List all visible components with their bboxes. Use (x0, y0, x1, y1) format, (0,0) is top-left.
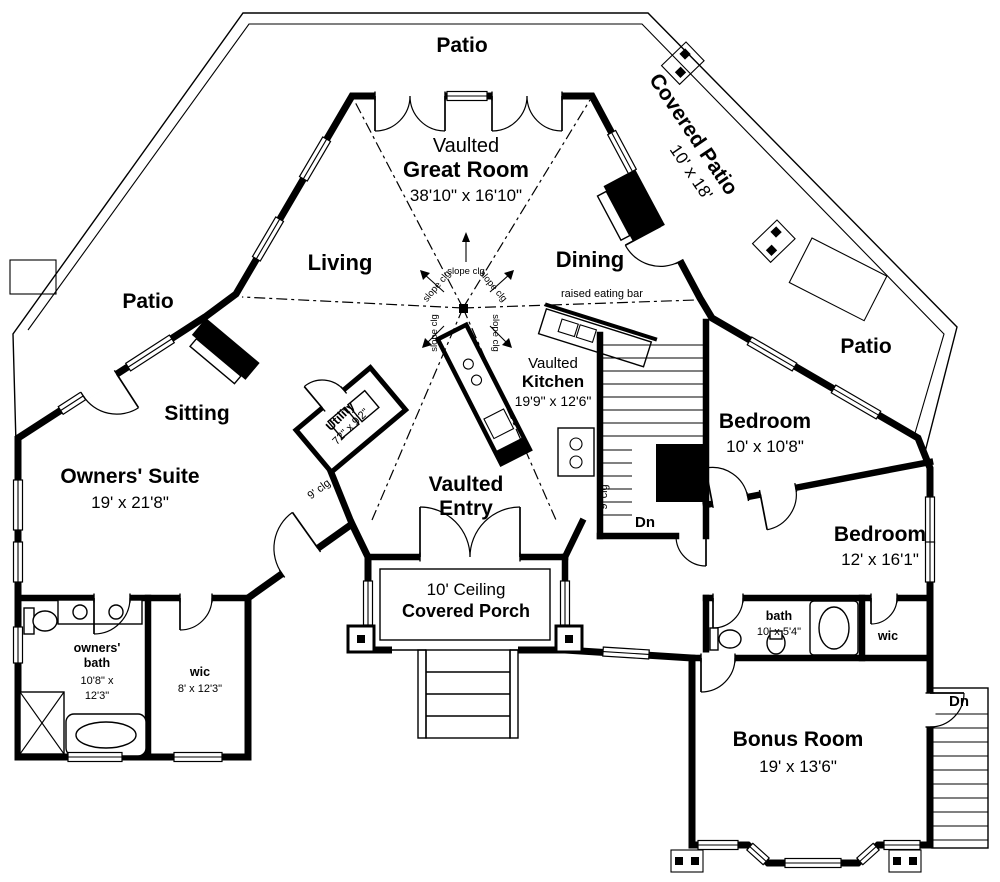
owners-suite-label: Owners' Suite (60, 465, 199, 488)
deck-post (751, 219, 796, 264)
entry-label: Entry (439, 497, 493, 520)
bonus-room-label: Bonus Room (733, 728, 864, 751)
door-wic-right (870, 592, 898, 625)
deck-post (670, 849, 704, 873)
great-room-prefix: Vaulted (433, 135, 499, 157)
bonus-room-dims: 19' x 13'6" (759, 757, 837, 776)
slope-clg-label: slope clg (429, 314, 440, 352)
door-bedroom1 (704, 466, 750, 509)
owners-bath-dims-1: 10'8" x (81, 675, 114, 687)
raised-eating-bar-label: raised eating bar (561, 288, 643, 300)
wic-left-dims: 8' x 12'3" (178, 683, 222, 695)
patio-right-label: Patio (840, 335, 891, 358)
sink (72, 604, 88, 620)
dn-label-stairs: Dn (635, 514, 655, 531)
owners-bath-fixtures (19, 599, 147, 757)
deck-post (888, 849, 922, 873)
door-dining-patio (624, 223, 685, 267)
dn-label-exterior: Dn (949, 693, 969, 710)
owners-bath-dims-2: 12'3" (85, 690, 109, 702)
nine-clg-label: 9' clg (598, 484, 610, 509)
ridge-peak (459, 304, 468, 313)
door-sitting-patio (80, 369, 140, 415)
bedroom1-dims: 10' x 10'8" (726, 437, 804, 456)
fireplace-sitting (189, 318, 260, 385)
living-label: Living (308, 250, 373, 275)
deck-outline (9, 12, 958, 873)
door-owners-bath (93, 592, 131, 635)
ceiling-ridge-lines (241, 99, 697, 521)
door-great-room-left (374, 90, 446, 132)
toilet-bowl (718, 629, 742, 649)
bath-fixtures (709, 600, 859, 656)
door-stair-hall (675, 535, 707, 567)
door-wic-left (179, 592, 213, 631)
deck-post (660, 41, 705, 86)
wic-left-label: wic (189, 665, 210, 679)
door-bonus-room (700, 652, 736, 693)
stairs-down-exterior (931, 687, 989, 849)
porch-post (346, 624, 376, 654)
door-owners-suite (273, 511, 322, 579)
kitchen-dims: 19'9" x 12'6" (515, 393, 592, 409)
utility-room (292, 364, 410, 476)
stairs-main (602, 344, 706, 516)
slope-arrows (420, 232, 514, 348)
door-bedroom2 (758, 482, 798, 531)
wic-right-label: wic (877, 629, 898, 643)
bedroom2-dims: 12' x 16'1" (841, 550, 919, 569)
door-bath (712, 592, 744, 629)
covered-porch-label: Covered Porch (402, 601, 530, 621)
sitting-label: Sitting (164, 402, 229, 425)
porch-ceiling-label: 10' Ceiling (427, 580, 506, 599)
bedroom1-label: Bedroom (719, 410, 811, 433)
toilet-tank (709, 627, 719, 651)
patio-top-label: Patio (436, 34, 487, 57)
stair-wall (656, 444, 706, 502)
great-room-dims: 38'10" x 16'10" (410, 186, 522, 205)
doors (80, 90, 965, 728)
patio-left-label: Patio (122, 290, 173, 313)
door-great-room-right (491, 90, 563, 132)
kitchen-oven-cabinet (557, 427, 595, 477)
kitchen-island (434, 321, 533, 468)
bedroom2-label: Bedroom (834, 523, 926, 546)
porch-post (554, 624, 584, 654)
door-utility (303, 379, 348, 413)
patio-planter (788, 237, 888, 322)
dining-label: Dining (556, 247, 624, 272)
great-room-label: Great Room (403, 157, 529, 182)
bath-dims: 10' x 5'4" (757, 626, 801, 638)
patio-planter (9, 259, 57, 295)
entry-prefix: Vaulted (429, 473, 504, 496)
fireplace-great-room (596, 172, 660, 242)
owners-bath-label-2: bath (84, 656, 110, 670)
door-entry (419, 506, 521, 563)
kitchen-label: Kitchen (522, 372, 584, 391)
door-bonus-stairs (924, 692, 965, 728)
owners-bath-label-1: owners' (74, 641, 121, 655)
slope-clg-label: slope clg (490, 314, 501, 352)
toilet-bowl (32, 610, 58, 632)
sink (108, 604, 124, 620)
vanity (57, 599, 143, 625)
kitchen-prefix: Vaulted (528, 355, 578, 372)
windows (12, 90, 936, 869)
kitchen-counter (537, 308, 653, 368)
owners-suite-dims: 19' x 21'8" (91, 493, 169, 512)
exterior-walls (14, 92, 934, 867)
covered-porch-structure (346, 568, 584, 739)
slope-clg-label: slope clg (447, 266, 485, 277)
bath-label: bath (766, 609, 792, 623)
